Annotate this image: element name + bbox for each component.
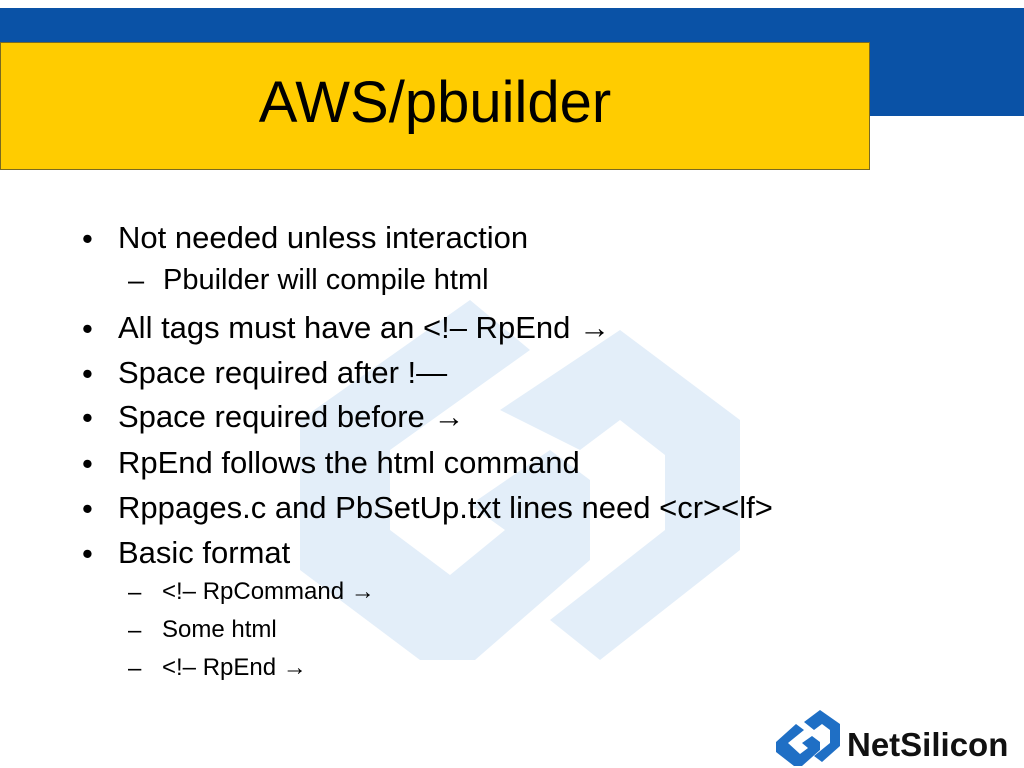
sub-bullet-item: <!– RpCommand →: [162, 578, 375, 605]
bullet-marker: •: [82, 221, 93, 256]
sub-bullet-item: <!– RpEnd →: [162, 654, 307, 681]
bullet-marker: •: [82, 491, 93, 526]
sub-bullet-item: Some html: [162, 616, 277, 643]
bullet-item: Not needed unless interaction: [118, 220, 529, 255]
title-box: [0, 42, 870, 170]
sub-bullet-item: Pbuilder will compile html: [163, 264, 489, 296]
bullet-item: Space required before →: [118, 399, 465, 434]
bullet-marker: •: [82, 311, 93, 346]
watermark-logo-icon: [300, 300, 740, 660]
dash-marker: –: [128, 579, 142, 606]
bullet-marker: •: [82, 536, 93, 571]
bullet-item: Space required after !—: [118, 355, 448, 390]
bullet-marker: •: [82, 356, 93, 391]
dash-marker: –: [128, 617, 142, 644]
bullet-marker: •: [82, 446, 93, 481]
logo-text: NetSilicon: [847, 726, 1009, 763]
dash-marker: –: [128, 655, 142, 682]
netsilicon-logo-icon: [776, 710, 840, 766]
slide-title: AWS/pbuilder: [258, 70, 612, 135]
bullet-item: All tags must have an <!– RpEnd →: [118, 310, 610, 345]
dash-marker: –: [128, 265, 145, 297]
bullet-marker: •: [82, 400, 93, 435]
bullet-item: RpEnd follows the html command: [118, 445, 580, 480]
top-margin: [0, 0, 1024, 8]
bullet-item: Rppages.c and PbSetUp.txt lines need <cr…: [118, 490, 773, 525]
bullet-item: Basic format: [118, 535, 291, 570]
